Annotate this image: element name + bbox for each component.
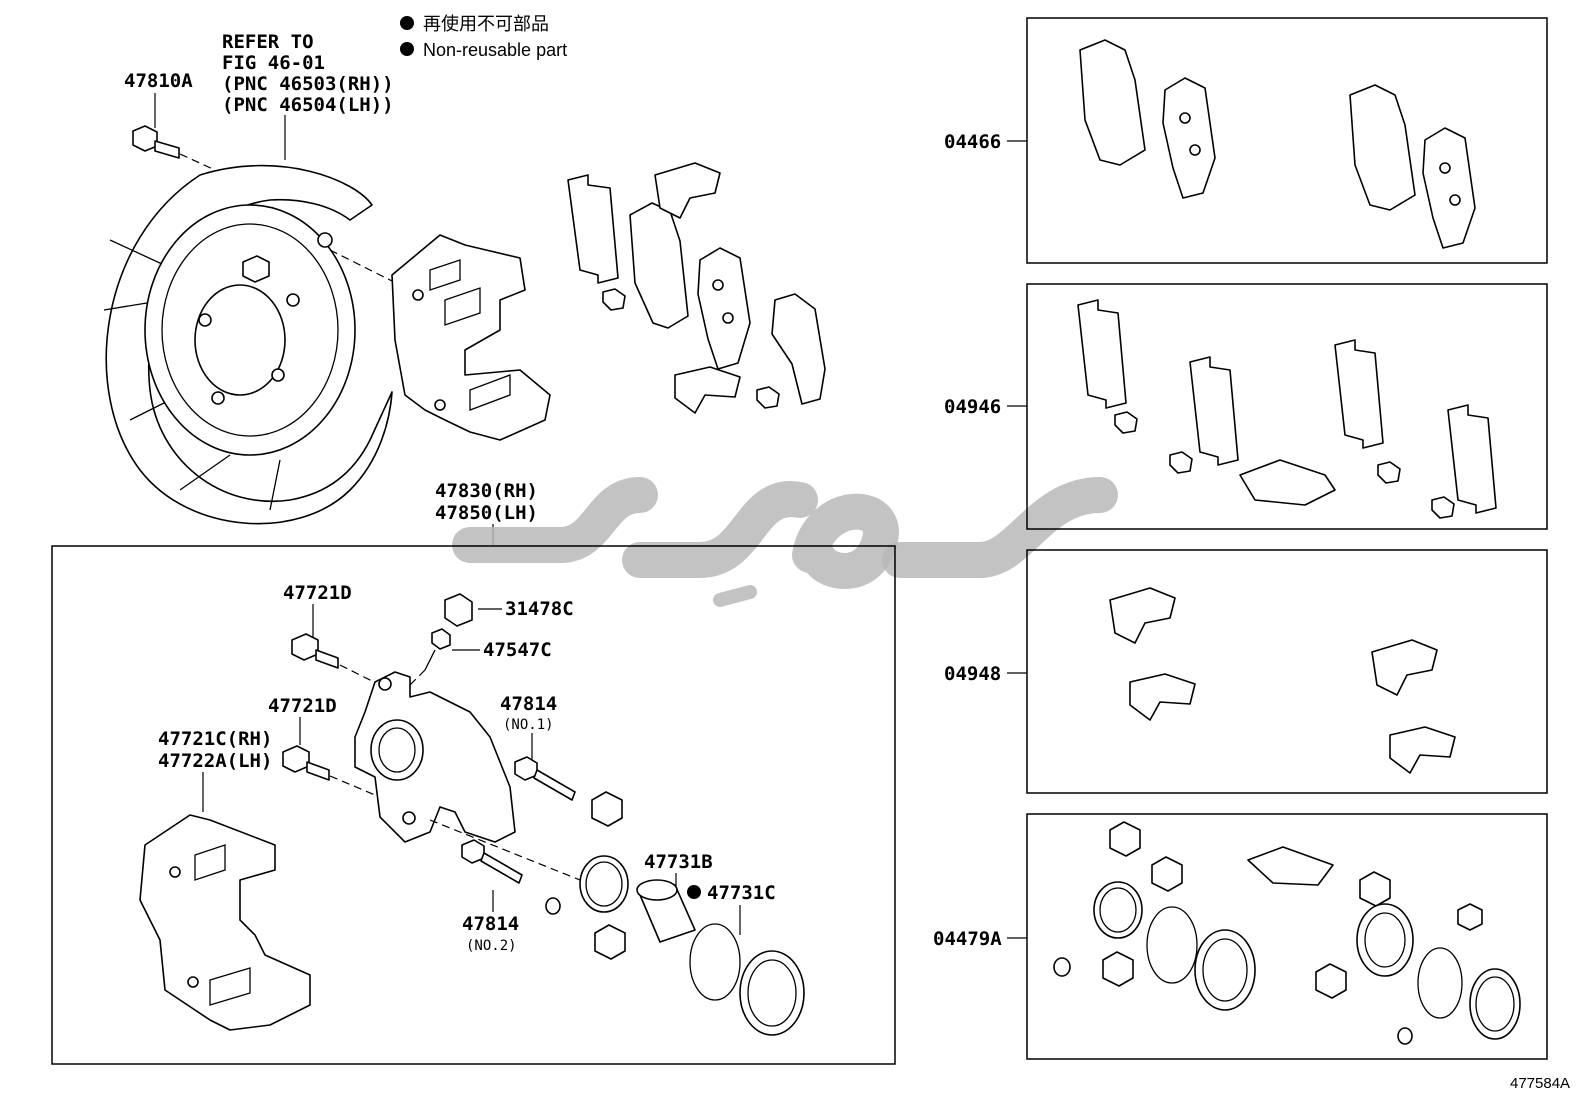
- label-47721C: 47721C(RH): [158, 728, 272, 750]
- caliper-assembly-box: [51, 545, 896, 1065]
- figure-id: 477584A: [1510, 1075, 1570, 1092]
- label-47721D-b: 47721D: [268, 695, 337, 717]
- label-47830: 47830(RH): [435, 480, 538, 502]
- label-47810A: 47810A: [124, 70, 193, 92]
- kit-box-04479A: [1026, 813, 1548, 1060]
- label-47731C: 47731C: [707, 882, 776, 904]
- label-04466: 04466: [944, 131, 1001, 153]
- kit-04946-parts: [1077, 299, 1497, 519]
- label-04948: 04948: [944, 663, 1001, 685]
- label-04479A: 04479A: [933, 928, 1002, 950]
- main-box-labels: 47721D 31478C 47547C 47721D 47814 (NO.1)…: [158, 582, 776, 954]
- legend: 再使用不可部品 Non-reusable part: [400, 14, 567, 60]
- top-pad-set: [567, 162, 826, 414]
- label-47547C: 47547C: [483, 639, 552, 661]
- refer-line-3: (PNC 46503(RH)): [222, 73, 394, 95]
- refer-line-4: (PNC 46504(LH)): [222, 94, 394, 116]
- kit-04948-parts: [1109, 587, 1456, 774]
- watermark-logo: [452, 477, 1118, 607]
- label-47722A: 47722A(LH): [158, 750, 272, 772]
- kit-04466-parts: [1079, 39, 1476, 249]
- label-47721D-a: 47721D: [283, 582, 352, 604]
- label-47731B: 47731B: [644, 851, 713, 873]
- label-47814-no1: 47814: [500, 693, 557, 715]
- label-no2: (NO.2): [466, 938, 517, 954]
- kit-04479A-parts: [1053, 821, 1521, 1045]
- refer-line-1: REFER TO: [222, 31, 314, 53]
- label-04946: 04946: [944, 396, 1001, 418]
- non-reusable-dot-icon: [400, 42, 414, 56]
- top-caliper-bracket: [391, 234, 551, 441]
- caliper-assembly-parts: [139, 593, 805, 1036]
- dust-shield: [103, 164, 401, 525]
- kit-box-04948: [1026, 549, 1548, 794]
- caliper-body: [354, 671, 516, 843]
- legend-en: Non-reusable part: [423, 40, 567, 60]
- label-47814-no2: 47814: [462, 913, 519, 935]
- non-reusable-dot-icon: [400, 16, 414, 30]
- label-31478C: 31478C: [505, 598, 574, 620]
- refer-line-2: FIG 46-01: [222, 52, 325, 74]
- label-47850: 47850(LH): [435, 502, 538, 524]
- legend-ja: 再使用不可部品: [423, 14, 549, 34]
- refer-note: REFER TO FIG 46-01 (PNC 46503(RH)) (PNC …: [222, 31, 394, 160]
- label-no1: (NO.1): [503, 717, 554, 733]
- non-reusable-dot-icon: [687, 885, 701, 899]
- mounting-bracket: [139, 814, 311, 1031]
- part-47810A: 47810A: [124, 70, 216, 171]
